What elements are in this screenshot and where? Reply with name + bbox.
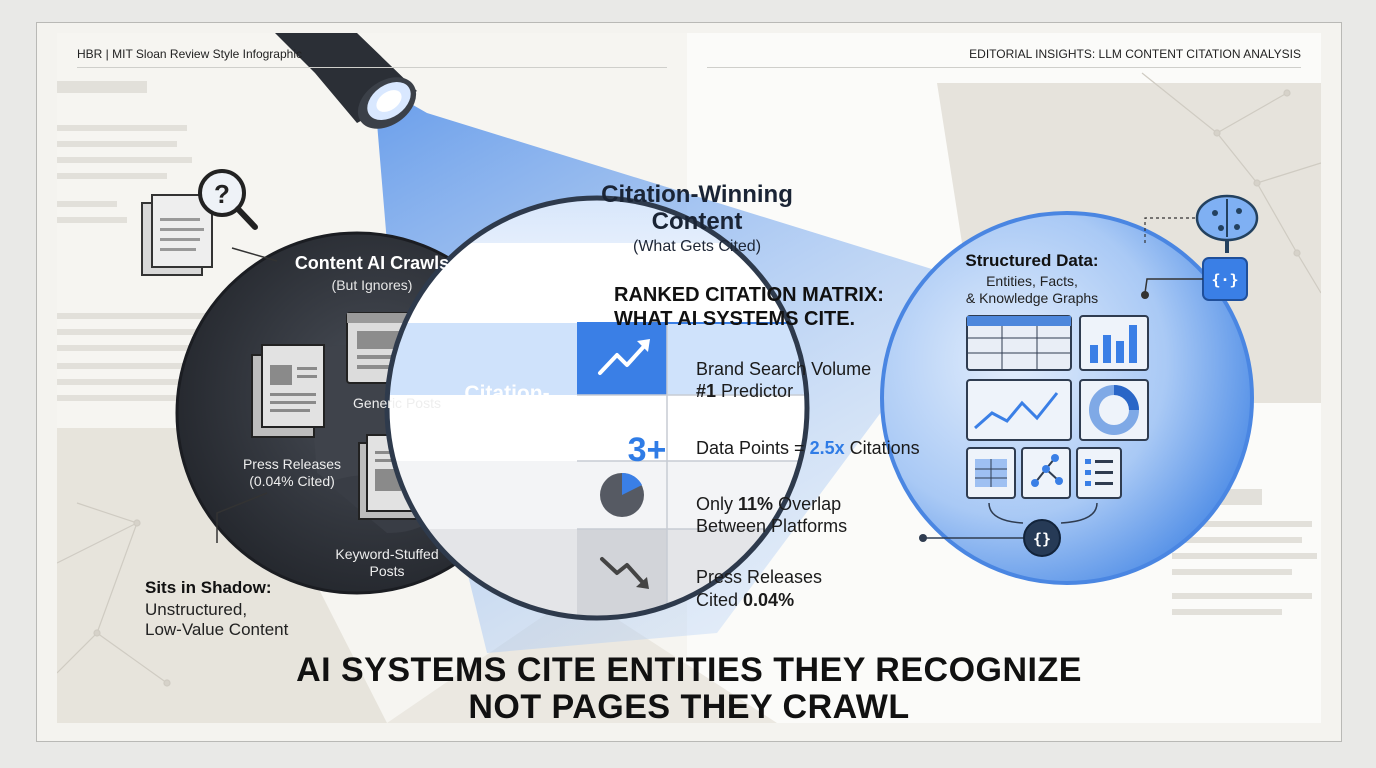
row3-value: 11% <box>738 494 774 514</box>
infographic-page: ? <box>57 33 1321 723</box>
center-title: Citation-Winning Content <box>577 181 817 235</box>
press-release-icon <box>251 344 325 438</box>
headline-line2: NOT PAGES THEY CRAWL <box>468 688 910 723</box>
donut-chart-icon <box>1079 379 1149 441</box>
generic-posts-label: Generic Posts <box>353 395 441 411</box>
row3-pre: Only <box>696 494 739 514</box>
row3-line2: Between Platforms <box>696 516 848 536</box>
line-chart-icon <box>966 379 1072 441</box>
trend-up-icon <box>598 341 649 375</box>
row2-pre: Data Points = <box>696 438 810 458</box>
brace-icon-2-text: {} <box>1033 530 1051 548</box>
row3-line1: Only 11% Overlap <box>696 493 841 515</box>
row4-line1: Press Releases <box>696 567 823 587</box>
header-rule-right <box>707 67 1301 68</box>
overlap-label-line3: Content <box>467 432 547 455</box>
shadow-callout-line <box>216 492 268 543</box>
matrix-title-line1: RANKED CITATION MATRIX: <box>614 284 884 306</box>
row2-value: 2.5x <box>809 438 845 458</box>
bar-chart-icon <box>1079 315 1149 371</box>
network-pattern-right <box>1141 72 1321 294</box>
infographic-frame: ? <box>36 22 1342 742</box>
brain-icon <box>1195 194 1259 253</box>
header-right-label: EDITORIAL INSIGHTS: LLM CONTENT CITATION… <box>969 47 1301 61</box>
svg-text:?: ? <box>214 179 230 209</box>
overlap-label: Citation- Winning Content <box>457 381 557 456</box>
illustration-canvas: ? <box>57 33 1321 723</box>
shadow-title: Sits in Shadow: <box>145 578 272 597</box>
row3-post: Overlap <box>773 494 842 514</box>
keyword-stuffed-label: Keyword-Stuffed Posts <box>312 546 462 580</box>
header-left-label: HBR | MIT Sloan Review Style Infographic <box>77 47 302 61</box>
row1-rest: Predictor <box>716 381 794 401</box>
code-brace-icon-2: {} <box>1023 519 1061 557</box>
spreadsheet-icon <box>966 447 1016 499</box>
decorative-text-lines <box>57 81 1317 615</box>
crawled-content-subtitle: (But Ignores) <box>331 277 413 293</box>
crawled-content-title: Content AI Crawls <box>294 253 450 273</box>
center-title-line2: Content <box>651 208 743 235</box>
trend-down-icon <box>600 557 647 587</box>
keyword-stuffed-line1: Keyword-Stuffed <box>335 546 439 562</box>
network-pattern-left <box>57 502 171 687</box>
structured-data-line2: & Knowledge Graphs <box>965 290 1099 306</box>
spotlight-lamp-icon <box>275 33 417 129</box>
row4-pre: Cited <box>696 590 744 610</box>
matrix-title: RANKED CITATION MATRIX: WHAT AI SYSTEMS … <box>614 283 944 331</box>
brace-icon-text: {·} <box>1211 271 1238 289</box>
document-list-icon <box>1076 447 1122 499</box>
shadow-line-1: Unstructured, <box>145 600 248 619</box>
row1-line1: Brand Search Volume <box>696 359 872 379</box>
pie-icon <box>600 472 644 517</box>
graph-node-icon <box>1021 447 1071 499</box>
headline-line1: AI SYSTEMS CITE ENTITIES THEY RECOGNIZE <box>296 651 1082 689</box>
structured-data-line1: Entities, Facts, <box>986 273 1078 289</box>
overlap-label-line1: Citation- <box>464 382 550 405</box>
row2-line: Data Points = 2.5x Citations <box>696 437 920 459</box>
press-releases-label: Press Releases (0.04% Cited) <box>222 456 362 490</box>
matrix-title-line2: WHAT AI SYSTEMS CITE. <box>614 308 856 330</box>
data-table-icon <box>966 315 1072 371</box>
keyword-stuffed-line2: Posts <box>369 563 405 579</box>
row1-rank: #1 <box>696 381 717 401</box>
row4-line2: Cited 0.04% <box>696 589 794 611</box>
structured-data-title: Structured Data: <box>965 251 1099 270</box>
row2-post: Citations <box>844 438 920 458</box>
shadow-line-2: Low-Value Content <box>145 620 289 639</box>
press-releases-line2: (0.04% Cited) <box>249 473 335 489</box>
row1-line2: #1 Predictor <box>696 380 793 402</box>
three-plus-icon: 3+ <box>627 431 667 469</box>
magnifier-icon: ? <box>141 169 258 276</box>
center-subtitle: (What Gets Cited) <box>632 238 762 255</box>
press-releases-line1: Press Releases <box>242 456 342 472</box>
row4-value: 0.04% <box>743 590 795 610</box>
overlap-label-line2: Winning <box>465 407 549 430</box>
header-rule-left <box>77 67 667 68</box>
center-title-line1: Citation-Winning <box>601 181 793 208</box>
code-brace-icon: {·} <box>1202 257 1248 301</box>
